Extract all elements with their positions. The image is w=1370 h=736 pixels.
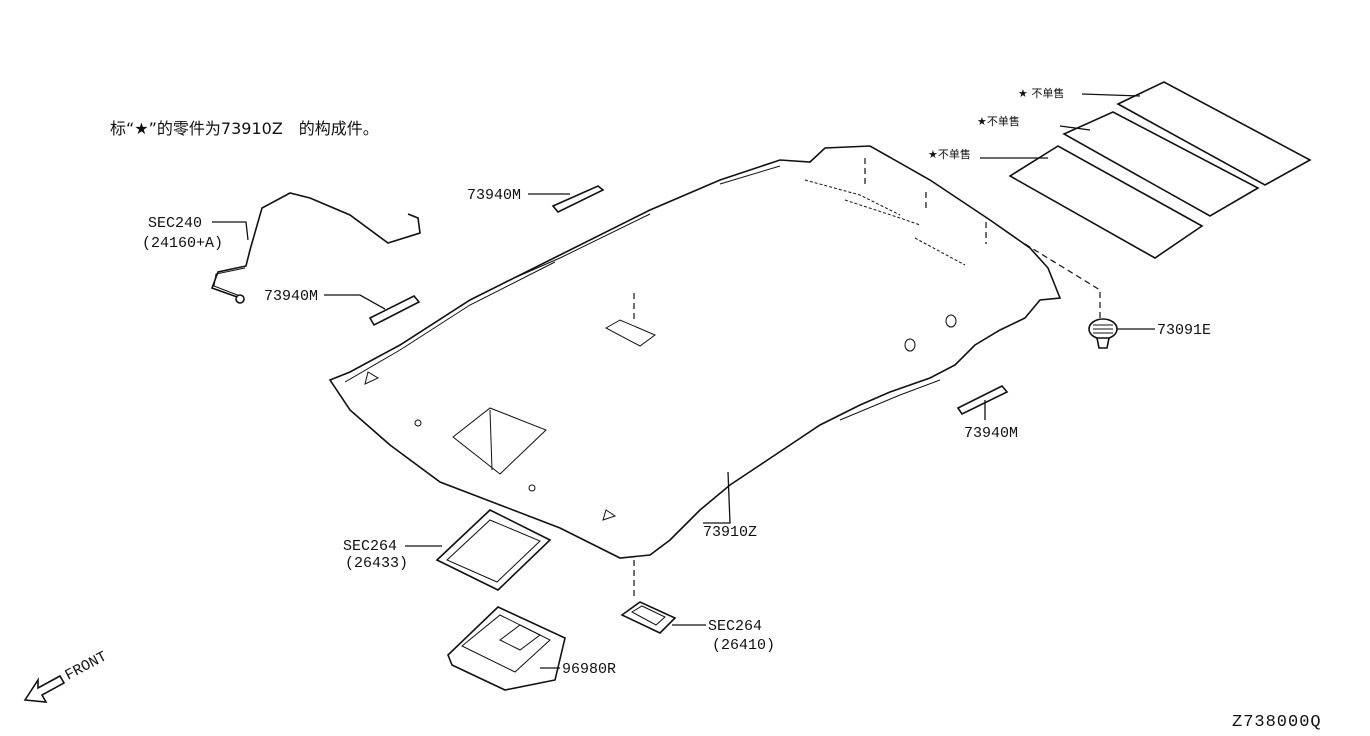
pad-2 (1062, 111, 1260, 217)
diagram-code: Z738000Q (1232, 713, 1322, 732)
headlining-panel (328, 145, 1101, 598)
clip-part: 73091E (1088, 318, 1211, 349)
room-lamp-sub-label: (26410) (712, 637, 775, 654)
wire-harness: SEC240 (24160+A) (142, 192, 421, 304)
rail-upper-label: 73940M (467, 187, 521, 204)
pad-label-3: ★不单售 (928, 147, 971, 161)
map-lamp: 96980R (447, 606, 616, 691)
sec240-sub-label: (24160+A) (142, 235, 223, 252)
clip-label: 73091E (1157, 322, 1211, 339)
lamp-frame-sub-label: (26433) (345, 555, 408, 572)
lamp-frame: SEC264 (26433) (343, 509, 552, 591)
pad-label-2: ★不单售 (977, 114, 1020, 128)
lamp-frame-label: SEC264 (343, 538, 397, 555)
room-lamp-label: SEC264 (708, 618, 762, 635)
pad-set: ★ 不单售 ★不单售 ★不单售 (928, 81, 1312, 259)
pad-3 (1008, 145, 1204, 259)
room-lamp: SEC264 (26410) (620, 601, 775, 654)
rail-left: 73940M (264, 288, 421, 327)
pad-label-1: ★ 不单售 (1018, 86, 1064, 100)
rail-upper: 73940M (467, 185, 605, 213)
front-arrow-icon (23, 674, 66, 703)
sec240-label: SEC240 (148, 215, 202, 232)
connector-icon (235, 294, 245, 304)
front-arrow: FRONT (23, 648, 110, 703)
lamp-opening (604, 319, 657, 347)
rail-right: 73940M (956, 385, 1018, 442)
front-label: FRONT (62, 648, 110, 684)
map-lamp-label: 96980R (562, 661, 616, 678)
headlining-label: 73910Z (703, 524, 757, 541)
rail-right-label: 73940M (964, 425, 1018, 442)
component-note: 标“★”的零件为73910Z 的构成件。 (110, 119, 379, 138)
rail-left-label: 73940M (264, 288, 318, 305)
pad-1 (1116, 81, 1312, 186)
panel-opening (452, 407, 547, 475)
